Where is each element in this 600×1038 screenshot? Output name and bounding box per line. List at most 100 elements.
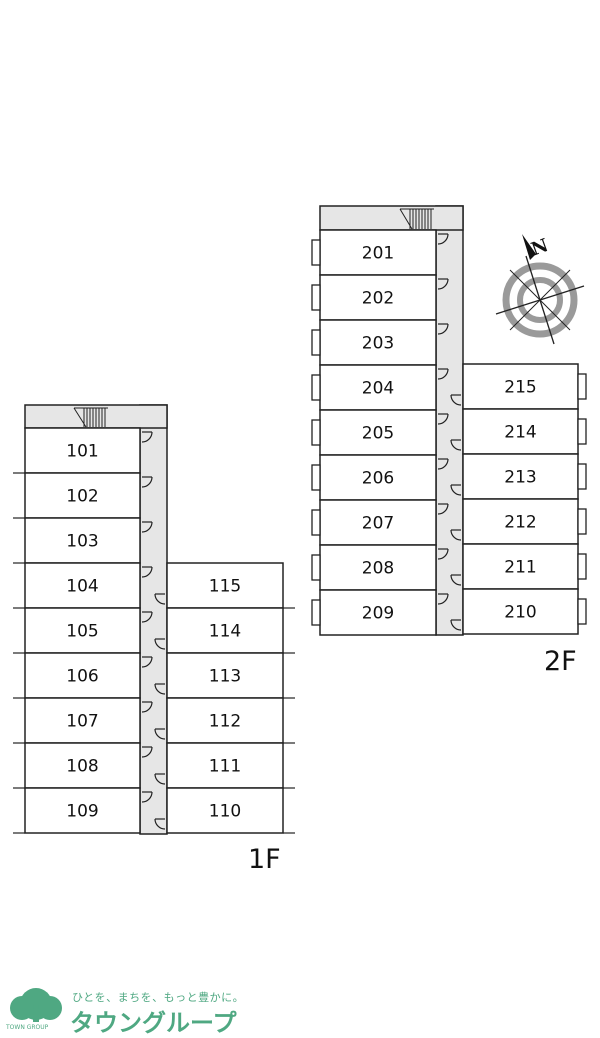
unit-box <box>319 544 437 591</box>
unit-box <box>24 427 141 474</box>
unit-number: 107 <box>66 712 98 732</box>
compass-icon: N <box>495 234 585 345</box>
unit-box <box>319 364 437 411</box>
door-swing <box>141 746 153 758</box>
unit-number: 109 <box>66 802 98 822</box>
unit: 212 <box>450 498 587 545</box>
door-swing <box>154 683 166 695</box>
stair-icon <box>73 407 108 428</box>
unit-number: 215 <box>504 378 536 398</box>
unit-number: 207 <box>362 514 394 534</box>
compass-ring <box>517 277 563 323</box>
logo-tagline: ひとを、まちを、もっと豊かに。 <box>72 991 245 1004</box>
unit: 213 <box>450 453 587 500</box>
door-swing <box>437 413 449 425</box>
door-swing <box>141 476 153 488</box>
unit-box <box>319 229 437 276</box>
stair-landing <box>319 205 464 231</box>
door-swing <box>141 791 153 803</box>
door-swing <box>141 521 153 533</box>
unit: 106 <box>13 652 153 699</box>
unit-number: 104 <box>66 577 98 597</box>
unit-number: 112 <box>209 712 241 732</box>
unit: 105 <box>13 607 153 654</box>
unit-box <box>166 652 284 699</box>
unit-number: 115 <box>209 577 241 597</box>
unit-box <box>166 787 284 834</box>
door-swing <box>450 529 462 541</box>
unit-number: 206 <box>362 469 394 489</box>
unit: 111 <box>154 742 295 789</box>
unit-number: 205 <box>362 424 394 444</box>
stair-icon <box>399 208 434 230</box>
unit-box <box>462 453 579 500</box>
door-swing <box>437 233 449 245</box>
unit: 201 <box>311 229 449 276</box>
unit-number: 101 <box>66 442 98 462</box>
unit-box <box>166 697 284 744</box>
unit: 113 <box>154 652 295 699</box>
unit: 208 <box>311 544 449 591</box>
north-label: N <box>529 235 552 260</box>
unit: 205 <box>311 409 449 456</box>
logo-caption: TOWN GROUP <box>6 1024 49 1031</box>
balcony <box>311 554 321 581</box>
unit: 215 <box>450 363 587 410</box>
unit: 107 <box>13 697 153 744</box>
unit-box <box>462 588 579 635</box>
floor-1-label: 1F <box>248 844 281 875</box>
door-swing <box>141 611 153 623</box>
floor-2-label: 2F <box>544 646 577 677</box>
north-arrow <box>522 234 536 260</box>
door-swing <box>437 503 449 515</box>
unit-number: 106 <box>66 667 98 687</box>
unit-number: 208 <box>362 559 394 579</box>
balcony <box>577 508 587 535</box>
unit-box <box>319 589 437 636</box>
logo-brand-name: タウングループ <box>70 1009 237 1037</box>
unit-number: 209 <box>362 604 394 624</box>
unit: 101 <box>13 427 153 474</box>
balcony <box>577 598 587 625</box>
door-swing <box>437 368 449 380</box>
unit-number: 210 <box>504 603 536 623</box>
unit-number: 202 <box>362 289 394 309</box>
town-group-tree-icon <box>10 988 62 1022</box>
balcony <box>577 418 587 445</box>
unit-number: 111 <box>209 757 241 777</box>
door-swing <box>450 439 462 451</box>
balcony <box>577 553 587 580</box>
corridor <box>435 205 464 636</box>
unit: 115 <box>154 562 295 609</box>
door-swing <box>450 394 462 406</box>
unit-number: 211 <box>504 558 536 578</box>
stair-edge <box>399 208 413 230</box>
door-swing <box>154 773 166 785</box>
balcony <box>311 509 321 536</box>
door-swing <box>141 431 153 443</box>
door-swing <box>141 701 153 713</box>
unit: 207 <box>311 499 449 546</box>
balcony <box>311 599 321 626</box>
unit-box <box>24 697 141 744</box>
door-swing <box>437 323 449 335</box>
unit: 210 <box>450 588 587 635</box>
unit-number: 212 <box>504 513 536 533</box>
unit-number: 108 <box>66 757 98 777</box>
unit: 109 <box>13 787 153 834</box>
door-swing <box>437 278 449 290</box>
unit-number: 110 <box>209 802 241 822</box>
unit: 211 <box>450 543 587 590</box>
door-swing <box>437 593 449 605</box>
door-swing <box>154 818 166 830</box>
unit: 209 <box>311 589 449 636</box>
door-swing <box>437 548 449 560</box>
floor-2-plan: 2012022032042052062072082092152142132122… <box>311 205 587 636</box>
unit: 102 <box>13 472 153 519</box>
unit-number: 114 <box>209 622 241 642</box>
door-swing <box>141 656 153 668</box>
unit-box <box>462 408 579 455</box>
unit-box <box>462 543 579 590</box>
unit: 108 <box>13 742 153 789</box>
unit: 203 <box>311 319 449 366</box>
